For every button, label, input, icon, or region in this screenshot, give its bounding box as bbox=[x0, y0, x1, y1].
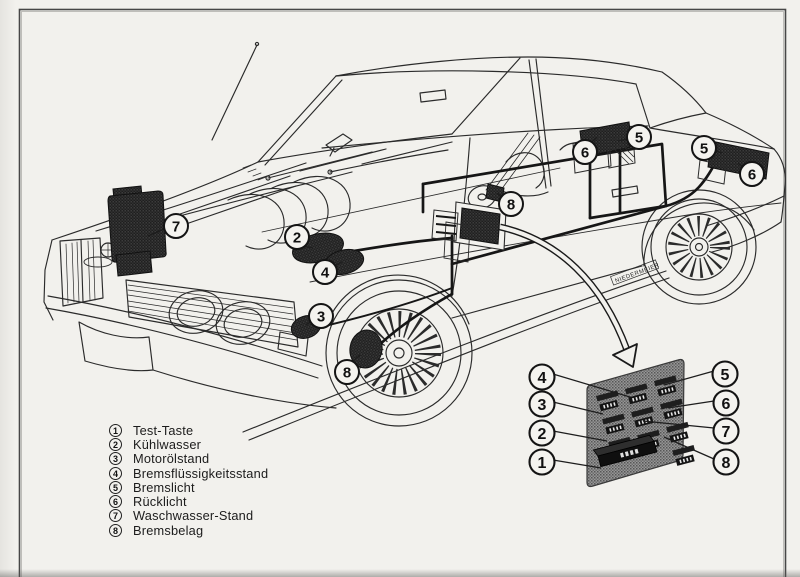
svg-text:2: 2 bbox=[293, 229, 301, 246]
callout-rear-brake-pad: 8 bbox=[498, 191, 524, 217]
car-callout-circles: 7 2 4 3 8 8 6 5 5 6 bbox=[163, 124, 765, 385]
svg-text:6: 6 bbox=[748, 166, 756, 183]
callout-brakelight-right: 5 bbox=[691, 135, 717, 161]
legend-num-7: 7 bbox=[109, 509, 122, 523]
legend-item-ruecklicht: 6 Rücklicht bbox=[109, 494, 268, 510]
svg-text:2: 2 bbox=[538, 426, 547, 443]
legend-num-2: 2 bbox=[109, 437, 122, 451]
legend-label-7: Waschwasser-Stand bbox=[133, 508, 254, 524]
panel-slots bbox=[596, 375, 695, 466]
callout-brakelight-left: 5 bbox=[626, 124, 652, 150]
rear-wheel-spokes bbox=[668, 216, 730, 278]
front-wheel bbox=[325, 279, 473, 427]
legend-num-5: 5 bbox=[109, 480, 122, 494]
callout-oil: 3 bbox=[308, 303, 334, 329]
legend-label-8: Bremsbelag bbox=[133, 522, 204, 538]
rearview-mirror bbox=[419, 89, 447, 103]
svg-text:3: 3 bbox=[538, 397, 547, 414]
legend-num-8: 8 bbox=[109, 523, 122, 537]
panel-callout-7: 7 bbox=[712, 417, 740, 445]
legend-item-test-taste: 1 Test-Taste bbox=[109, 422, 268, 438]
washer-fluid-reservoir bbox=[83, 185, 167, 277]
callout-taillight-right: 6 bbox=[739, 161, 765, 187]
seat-belt bbox=[485, 132, 541, 195]
legend-item-motoroelstand: 3 Motorölstand bbox=[109, 451, 268, 467]
svg-text:5: 5 bbox=[635, 129, 643, 146]
svg-text:6: 6 bbox=[722, 396, 731, 413]
check-panel-detail bbox=[586, 358, 695, 488]
tail-light-detail-frames bbox=[572, 134, 727, 185]
cowl-vents bbox=[242, 164, 267, 181]
legend-num-4: 4 bbox=[109, 466, 122, 480]
panel-callout-circles: 4 3 2 1 5 6 7 8 bbox=[528, 360, 740, 476]
windshield-wipers bbox=[265, 141, 453, 181]
front-wheel-spokes bbox=[357, 311, 441, 395]
svg-text:4: 4 bbox=[538, 370, 547, 387]
svg-text:4: 4 bbox=[321, 264, 330, 281]
svg-text:8: 8 bbox=[507, 196, 515, 213]
callout-coolant: 2 bbox=[284, 224, 310, 250]
panel-callout-6: 6 bbox=[712, 389, 740, 417]
legend-num-1: 1 bbox=[109, 423, 122, 437]
panel-callout-3: 3 bbox=[528, 390, 556, 418]
svg-text:8: 8 bbox=[722, 455, 731, 472]
side-mirror bbox=[325, 133, 353, 157]
legend-item-waschwasser-stand: 7 Waschwasser-Stand bbox=[109, 508, 268, 524]
svg-text:7: 7 bbox=[722, 424, 731, 441]
panel-callout-2: 2 bbox=[528, 419, 556, 447]
svg-text:8: 8 bbox=[343, 364, 351, 381]
bmw-kidney-grille bbox=[59, 237, 104, 307]
svg-text:6: 6 bbox=[581, 144, 589, 161]
legend-item-bremsbelag: 8 Bremsbelag bbox=[109, 522, 268, 538]
legend-label-1: Test-Taste bbox=[133, 422, 194, 438]
legend-num-6: 6 bbox=[109, 495, 122, 509]
svg-text:5: 5 bbox=[700, 140, 708, 157]
front-grille-slats bbox=[125, 279, 299, 348]
callout-brake-fluid: 4 bbox=[312, 259, 338, 285]
callout-taillight-left: 6 bbox=[572, 139, 598, 165]
test-button bbox=[592, 434, 658, 468]
svg-text:1: 1 bbox=[538, 455, 547, 472]
legend-label-3: Motorölstand bbox=[133, 451, 210, 467]
legend: 1 Test-Taste 2 Kühlwasser 3 Motorölstand… bbox=[109, 422, 269, 538]
antenna bbox=[211, 41, 260, 141]
door-handle bbox=[611, 185, 639, 198]
check-control-unit bbox=[431, 201, 507, 263]
legend-item-kuehlwasser: 2 Kühlwasser bbox=[109, 436, 268, 452]
panel-callout-8: 8 bbox=[712, 448, 740, 476]
svg-text:3: 3 bbox=[317, 308, 325, 325]
callout-front-brake-pad: 8 bbox=[334, 359, 360, 385]
svg-text:7: 7 bbox=[172, 218, 180, 235]
arrow-head bbox=[612, 343, 638, 368]
legend-label-2: Kühlwasser bbox=[133, 436, 202, 452]
legend-label-5: Bremslicht bbox=[133, 479, 195, 495]
page-frame bbox=[18, 8, 787, 577]
panel-callout-4: 4 bbox=[528, 363, 556, 391]
callout-washer: 7 bbox=[163, 213, 189, 239]
legend-item-bremslicht: 5 Bremslicht bbox=[109, 479, 268, 495]
detail-arrow bbox=[499, 223, 638, 368]
panel-callout-1: 1 bbox=[528, 448, 556, 476]
front-brake-pad-sensor bbox=[349, 329, 383, 369]
legend-label-6: Rücklicht bbox=[133, 494, 187, 510]
legend-item-bremsfluessigkeitsstand: 4 Bremsflüssigkeitsstand bbox=[109, 465, 269, 481]
legend-num-3: 3 bbox=[109, 452, 122, 466]
legend-label-4: Bremsflüssigkeitsstand bbox=[133, 465, 269, 481]
svg-text:5: 5 bbox=[721, 367, 730, 384]
rear-wheel bbox=[641, 189, 757, 305]
panel-callout-5: 5 bbox=[711, 360, 739, 388]
